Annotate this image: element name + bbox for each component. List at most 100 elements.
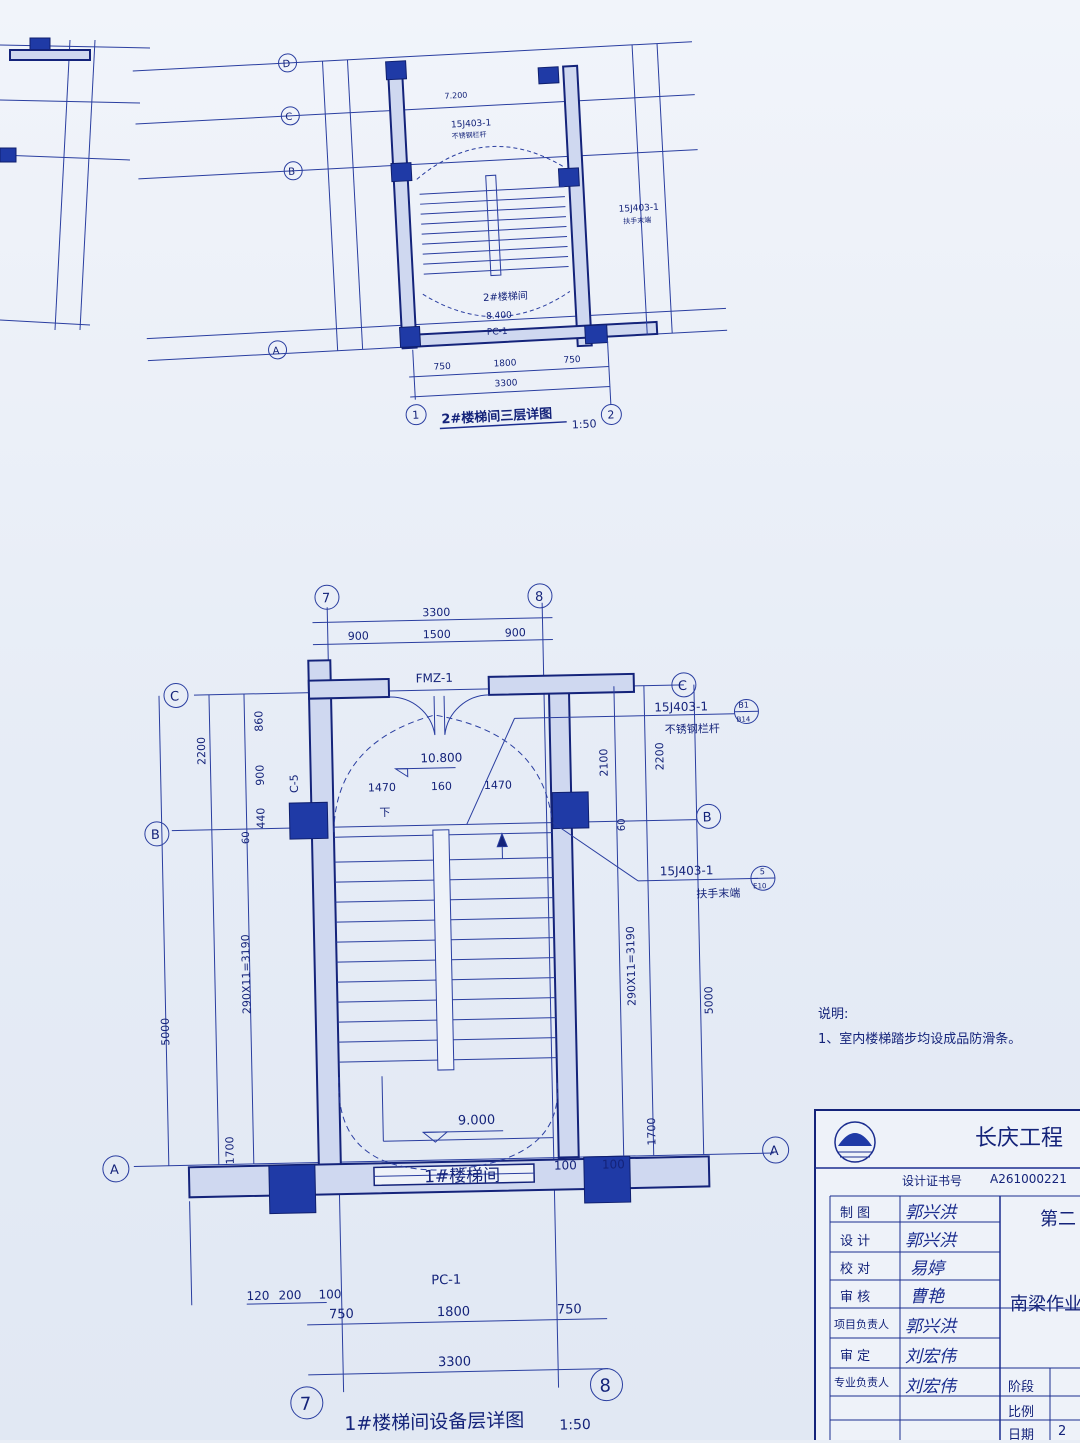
detail-note-2: 扶手末端	[696, 886, 740, 901]
detail-ref: 15J403-1	[451, 118, 492, 130]
dim: 750	[329, 1307, 354, 1323]
dim-total: 3300	[494, 378, 518, 389]
window-label-bottom: PC-1	[431, 1273, 461, 1289]
stage-label: 阶段	[1008, 1376, 1034, 1395]
window-label-left: C-5	[288, 774, 301, 793]
room-label: 1#楼梯间	[424, 1166, 500, 1188]
cert-label: 设计证书号	[902, 1172, 962, 1189]
dim: 60	[241, 831, 252, 844]
detail-ref: 15J403-1	[618, 203, 659, 215]
upper-stair-plan: D C B A 1 2 750 1800 750 3300 PC-1 8.400…	[132, 32, 732, 454]
company-name: 长庆工程	[975, 1120, 1063, 1152]
dim: 1470	[484, 778, 512, 792]
dim-flight-left: 290X11=3190	[239, 934, 254, 1014]
dim: 750	[563, 355, 581, 366]
detail-note-1: 不锈钢栏杆	[665, 721, 720, 736]
row-discipline-lead: 专业负责人	[834, 1374, 889, 1390]
axis-label: D	[282, 59, 291, 70]
column	[585, 325, 608, 344]
dim: 1700	[645, 1117, 659, 1145]
row-approve: 审 定	[840, 1345, 870, 1364]
cert-number: A261000221	[990, 1172, 1067, 1186]
detail-note: 不锈钢栏杆	[451, 130, 486, 141]
upper-plan-scale: 1:50	[572, 417, 597, 431]
signature: 郭兴洪	[905, 1198, 956, 1223]
detail-sheet: 5	[760, 867, 765, 876]
dim: 1800	[437, 1304, 470, 1320]
dim: 2200	[195, 737, 209, 765]
column	[386, 61, 407, 80]
axis-7-bottom: 7	[300, 1394, 312, 1415]
dim-total-top: 3300	[422, 606, 450, 620]
column	[289, 802, 328, 839]
level-bottom: 9.000	[458, 1113, 496, 1129]
detail-ref-2: 15J403-1	[660, 863, 714, 878]
dim: 1700	[223, 1136, 237, 1164]
axis-label: B	[288, 167, 296, 178]
column	[269, 1165, 316, 1214]
dim: 1500	[423, 628, 451, 642]
signature: 曹艳	[910, 1282, 944, 1307]
column	[400, 326, 421, 347]
axis-label-2: 2	[607, 408, 615, 421]
axis-A-right: A	[770, 1144, 779, 1159]
down-label: 下	[379, 806, 390, 819]
dim: 1800	[493, 358, 517, 369]
axis-B-left: B	[151, 828, 160, 843]
date-label: 日期	[1008, 1424, 1034, 1443]
dim: 2100	[597, 748, 611, 776]
level-label: 8.400	[486, 311, 513, 322]
axis-8-top: 8	[535, 590, 544, 605]
column	[558, 168, 579, 187]
dim: 440	[254, 808, 267, 829]
axis-B-right: B	[703, 810, 712, 825]
column	[391, 163, 412, 182]
row-check: 校 对	[840, 1258, 870, 1277]
axis-label-1: 1	[412, 409, 420, 422]
dim: 900	[253, 765, 266, 786]
dim: 160	[431, 780, 452, 793]
dim: 2200	[653, 742, 667, 770]
dim: 120	[246, 1289, 269, 1303]
dim: 1470	[368, 781, 396, 795]
column	[538, 67, 559, 84]
scale-label: 比例	[1008, 1401, 1034, 1420]
dim: 5000	[702, 986, 716, 1014]
signature: 郭兴洪	[905, 1226, 956, 1251]
axis-7-top: 7	[322, 591, 331, 606]
signature: 刘宏伟	[905, 1372, 956, 1397]
notes-heading: 说明:	[818, 1007, 848, 1022]
level-label: 7.200	[444, 91, 467, 101]
signature: 易婷	[910, 1254, 944, 1279]
main-plan-title: 1#楼梯间设备层详图	[344, 1409, 524, 1435]
row-design: 设 计	[840, 1230, 870, 1249]
axis-label: A	[272, 346, 280, 357]
axis-A-left: A	[110, 1163, 119, 1178]
main-stair-plan: 7 8 3300 900 1500 900 FMZ-1 2200 5000 8 6…	[91, 576, 795, 1440]
dim: 200	[278, 1288, 301, 1302]
window-label: PC-1	[487, 327, 508, 338]
door-label: FMZ-1	[416, 671, 454, 686]
axis-8-bottom: 8	[599, 1376, 611, 1397]
axis-C-left: C	[170, 689, 179, 704]
signature: 郭兴洪	[905, 1312, 956, 1337]
dim-flight-right: 290X11=3190	[624, 926, 639, 1006]
signature: 刘宏伟	[905, 1342, 956, 1367]
detail-ref-1: 15J403-1	[654, 699, 708, 714]
dim: 100	[602, 1157, 625, 1171]
row-review: 审 核	[840, 1286, 870, 1305]
dim: 900	[505, 626, 526, 639]
level-top: 10.800	[420, 750, 462, 765]
detail-sheet: E10	[753, 882, 767, 890]
dim: 900	[348, 629, 369, 642]
left-partial-plan	[0, 38, 150, 330]
dim: 750	[557, 1302, 582, 1318]
notes-item-1: 1、室内楼梯踏步均设成品防滑条。	[818, 1031, 1021, 1047]
detail-note: 扶手末端	[623, 215, 651, 225]
main-plan-scale: 1:50	[559, 1417, 591, 1434]
detail-sheet: B14	[737, 715, 751, 723]
column	[552, 792, 589, 829]
dim: 100	[318, 1287, 341, 1301]
